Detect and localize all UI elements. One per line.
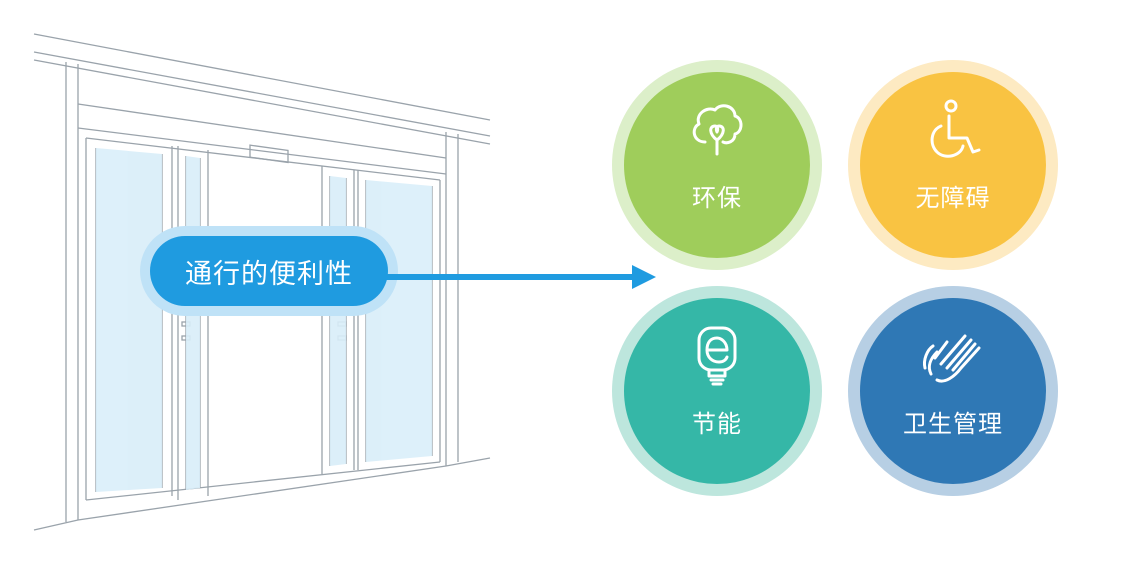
arrow-right-icon bbox=[380, 265, 656, 289]
energy-bulb-icon bbox=[697, 326, 737, 386]
benefit-accessibility: 无障碍 bbox=[848, 60, 1058, 270]
benefit-eco-inner: 环保 bbox=[624, 72, 810, 258]
benefit-accessibility-label: 无障碍 bbox=[915, 184, 991, 212]
convenience-badge-inner: 通行的便利性 bbox=[150, 236, 388, 306]
convenience-badge: 通行的便利性 bbox=[140, 226, 398, 316]
hand-wave-icon bbox=[923, 334, 981, 383]
benefit-energy: 节能 bbox=[612, 286, 822, 496]
benefit-energy-label: 节能 bbox=[692, 410, 742, 438]
convenience-label: 通行的便利性 bbox=[185, 258, 353, 290]
wheelchair-icon bbox=[930, 99, 981, 158]
tree-icon bbox=[692, 104, 743, 156]
benefit-energy-inner: 节能 bbox=[624, 298, 810, 484]
benefit-eco: 环保 bbox=[612, 60, 822, 270]
benefit-hygiene: 卫生管理 bbox=[848, 286, 1058, 496]
benefit-accessibility-inner: 无障碍 bbox=[860, 72, 1046, 258]
benefit-hygiene-inner: 卫生管理 bbox=[860, 298, 1046, 484]
benefit-eco-label: 环保 bbox=[692, 184, 742, 212]
benefit-hygiene-label: 卫生管理 bbox=[903, 410, 1003, 438]
